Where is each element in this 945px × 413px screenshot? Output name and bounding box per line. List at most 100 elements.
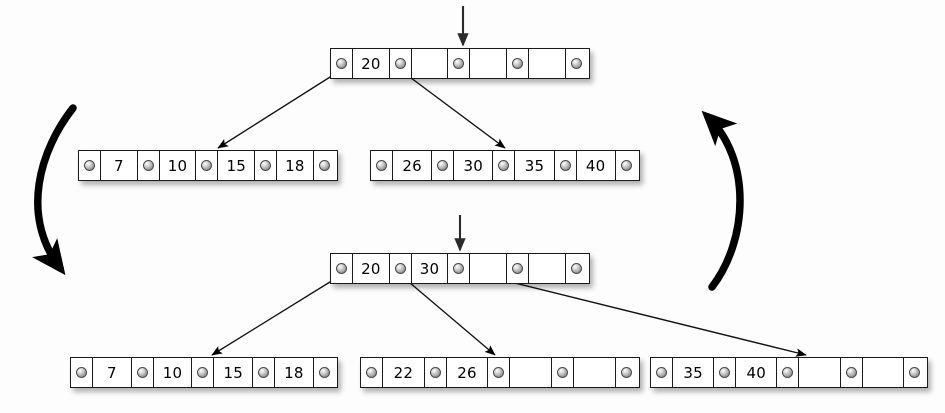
btree-empty-cell — [470, 254, 508, 283]
pointer-dot-icon — [201, 160, 213, 171]
pointer-dot-icon — [719, 367, 731, 378]
btree-key-cell: 22 — [383, 358, 425, 387]
pointer-dot-icon — [376, 160, 387, 171]
btree-pointer-cell — [432, 151, 455, 180]
btree-key-cell: 30 — [411, 254, 449, 283]
btree-key-cell: 10 — [153, 358, 193, 387]
btree-pointer-cell — [448, 254, 471, 283]
btree-pointer-cell — [565, 254, 588, 283]
btree-empty-cell — [529, 49, 566, 78]
btree-pointer-cell — [313, 358, 336, 387]
pointer-dot-icon — [197, 367, 209, 378]
btree-pointer-cell — [903, 358, 926, 387]
btree-key-cell: 26 — [446, 358, 489, 387]
btree-empty-cell — [470, 49, 508, 78]
btree-key-cell: 7 — [93, 358, 132, 387]
pointer-dot-icon — [621, 367, 633, 378]
btree-pointer-cell — [507, 49, 530, 78]
btree-pointer-cell — [131, 358, 154, 387]
pointer-dot-icon — [319, 367, 331, 378]
btree-pointer-cell — [255, 151, 278, 180]
btree-pointer-cell — [71, 358, 93, 387]
btree-key-cell: 10 — [159, 151, 197, 180]
btree-pointer-cell — [253, 358, 276, 387]
edge-root-before-to-left-leaf — [217, 71, 339, 149]
pointer-dot-icon — [453, 263, 465, 274]
btree-key-cell: 35 — [673, 358, 715, 387]
btree-empty-cell — [574, 358, 616, 387]
btree-node-leaf-after-left: 7 10 15 18 — [70, 357, 338, 388]
btree-pointer-cell — [389, 49, 412, 78]
edge-root-after-to-middle-leaf — [402, 276, 496, 356]
edge-root-after-to-left-leaf — [211, 276, 339, 356]
btree-pointer-cell — [777, 358, 800, 387]
btree-pointer-cell — [313, 151, 336, 180]
btree-pointer-cell — [615, 151, 638, 180]
pointer-dot-icon — [493, 367, 505, 378]
btree-empty-cell — [862, 358, 904, 387]
btree-key-cell: 15 — [214, 358, 254, 387]
pointer-dot-icon — [512, 263, 524, 274]
btree-key-cell: 35 — [515, 151, 555, 180]
transition-arrow-right — [701, 110, 744, 291]
btree-pointer-cell — [651, 358, 673, 387]
btree-pointer-cell — [615, 358, 638, 387]
pointer-dot-icon — [142, 160, 154, 171]
btree-pointer-cell — [565, 49, 588, 78]
btree-pointer-cell — [137, 151, 160, 180]
transition-arrow-left — [32, 104, 77, 276]
pointer-dot-icon — [557, 367, 569, 378]
pointer-dot-icon — [429, 367, 441, 378]
pointer-dot-icon — [394, 58, 406, 69]
btree-node-leaf-after-middle: 22 26 — [360, 357, 640, 388]
btree-pointer-cell — [714, 358, 737, 387]
btree-pointer-cell — [361, 358, 383, 387]
btree-empty-cell — [529, 254, 566, 283]
btree-pointer-cell — [493, 151, 516, 180]
pointer-dot-icon — [336, 58, 347, 69]
btree-pointer-cell — [554, 151, 577, 180]
pointer-dot-icon — [394, 263, 406, 274]
pointer-dot-icon — [909, 367, 921, 378]
pointer-dot-icon — [319, 160, 331, 171]
pointer-dot-icon — [512, 58, 524, 69]
btree-empty-cell — [411, 49, 449, 78]
pointer-dot-icon — [782, 367, 794, 378]
btree-pointer-cell — [192, 358, 215, 387]
btree-pointer-cell — [371, 151, 393, 180]
btree-key-cell: 7 — [101, 151, 138, 180]
pointer-dot-icon — [84, 160, 95, 171]
btree-key-cell: 20 — [353, 254, 390, 283]
btree-key-cell: 40 — [736, 358, 778, 387]
pointer-dot-icon — [76, 367, 87, 378]
pointer-dot-icon — [260, 160, 272, 171]
btree-pointer-cell — [424, 358, 447, 387]
pointer-dot-icon — [571, 58, 583, 69]
btree-key-cell: 18 — [277, 151, 314, 180]
btree-key-cell: 26 — [393, 151, 433, 180]
pointer-dot-icon — [845, 367, 857, 378]
btree-node-leaf-after-right: 35 40 — [650, 357, 928, 388]
btree-pointer-cell — [331, 49, 353, 78]
btree-empty-cell — [510, 358, 553, 387]
btree-node-root-before: 20 — [330, 48, 590, 79]
pointer-dot-icon — [366, 367, 377, 378]
pointer-dot-icon — [453, 58, 465, 69]
pointer-dot-icon — [258, 367, 270, 378]
btree-pointer-cell — [196, 151, 219, 180]
pointer-dot-icon — [336, 263, 347, 274]
btree-pointer-cell — [79, 151, 101, 180]
btree-pointer-cell — [331, 254, 353, 283]
btree-key-cell: 18 — [275, 358, 314, 387]
pointer-dot-icon — [136, 367, 148, 378]
btree-key-cell: 20 — [353, 49, 390, 78]
pointer-dot-icon — [498, 160, 510, 171]
btree-empty-cell — [799, 358, 841, 387]
pointer-dot-icon — [437, 160, 449, 171]
btree-pointer-cell — [389, 254, 412, 283]
btree-pointer-cell — [552, 358, 575, 387]
